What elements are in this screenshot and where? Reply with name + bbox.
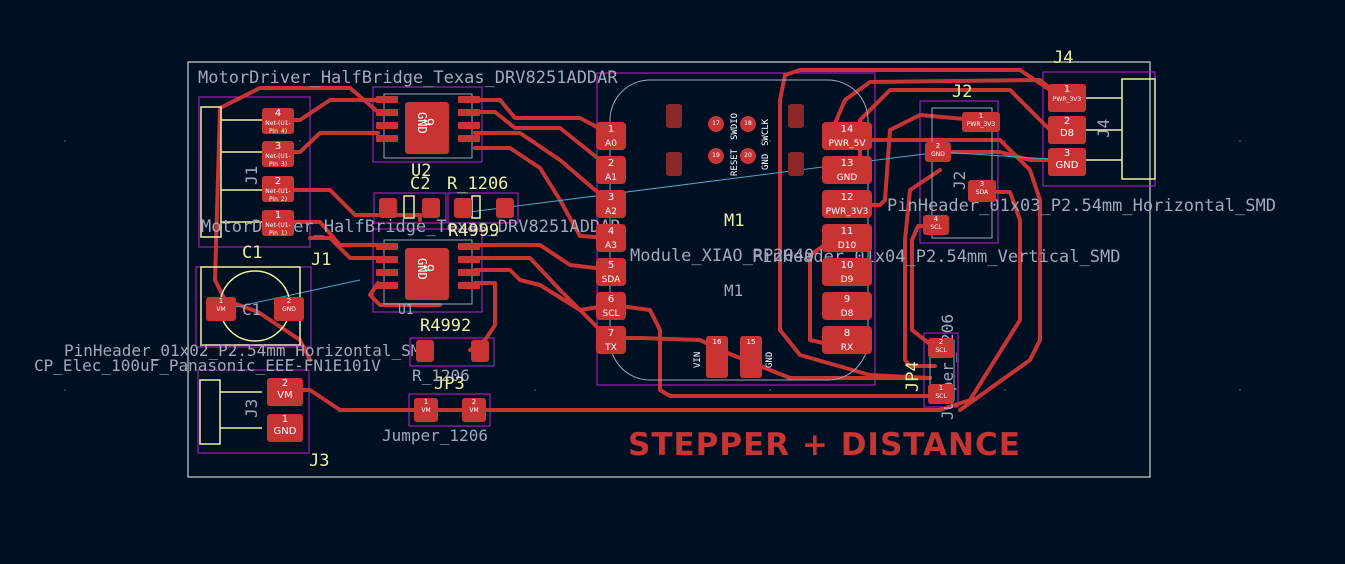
grid-dots <box>64 140 1241 391</box>
copper-traces <box>213 68 1067 412</box>
fab-outlines <box>383 79 993 401</box>
ratsnest-lines <box>221 151 1066 311</box>
board-edge-cuts <box>187 61 1151 478</box>
